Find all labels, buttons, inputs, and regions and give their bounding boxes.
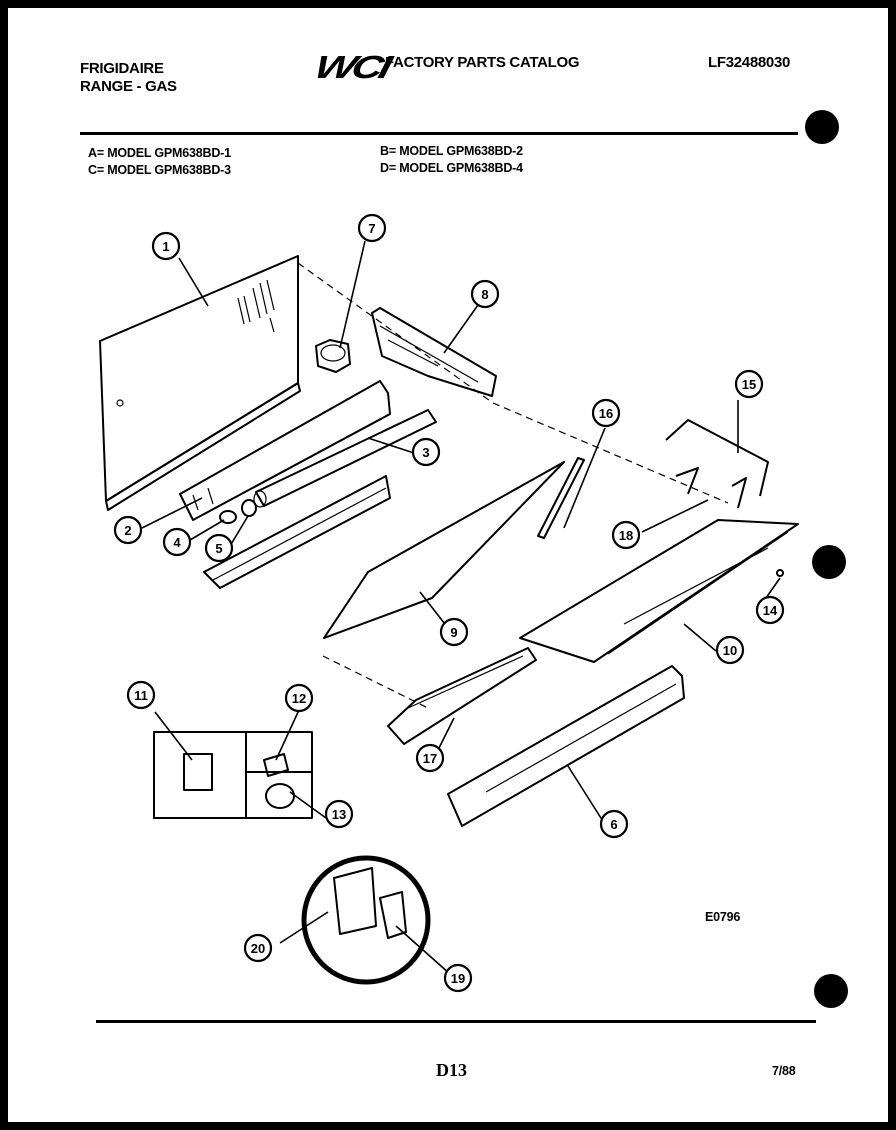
part-ignitor-housing [315,339,351,373]
model-c: C= MODEL GPM638BD-3 [88,163,231,177]
callout-number-6: 6 [610,817,617,832]
callout-number-5: 5 [215,541,222,556]
callout-balloon-20 [243,933,273,963]
callout-balloon-14 [755,595,785,625]
callout-balloon-12 [284,683,314,713]
callout-number-11: 11 [134,688,148,703]
switch-inset [301,855,431,985]
part-orifice-ring [241,499,257,517]
callout-number-12: 12 [292,691,306,706]
callout-number-13: 13 [332,807,346,822]
callout-balloon-3 [411,437,441,467]
part-rod [537,457,585,539]
inset-box [153,731,313,819]
callout-balloon-13 [324,799,354,829]
model-a: A= MODEL GPM638BD-1 [88,146,231,160]
callout-number-1: 1 [162,239,169,254]
callout-number-20: 20 [251,941,265,956]
callout-balloon-18 [611,520,641,550]
catalog-number: LF32488030 [708,54,791,71]
part-broil-shelf [519,519,799,663]
binder-hole-top [805,110,839,144]
callout-balloon-16 [591,398,621,428]
callout-number-2: 2 [124,523,131,538]
footer-rule [96,1020,816,1023]
binder-hole-middle [812,545,846,579]
model-d: D= MODEL GPM638BD-4 [380,161,523,175]
print-date: 7/88 [772,1064,796,1078]
callout-number-16: 16 [599,406,613,421]
callout-balloon-15 [734,369,764,399]
catalog-title: FACTORY PARTS CATALOG [385,54,580,71]
header-rule [80,132,798,135]
page-code: D13 [436,1060,467,1080]
callout-balloon-4 [162,527,192,557]
part-vented-trim [447,665,685,827]
callout-number-4: 4 [173,535,181,550]
binder-hole-bottom [814,974,848,1008]
brand-name: FRIGIDAIRE [80,60,164,77]
callout-number-10: 10 [723,643,737,658]
callout-balloon-5 [204,533,234,563]
callout-balloon-17 [415,743,445,773]
callout-number-18: 18 [619,528,633,543]
callout-number-7: 7 [368,221,375,236]
model-b: B= MODEL GPM638BD-2 [380,144,523,158]
callout-number-19: 19 [451,971,465,986]
part-glass-panel [323,461,565,639]
callout-balloon-10 [715,635,745,665]
assembly-line-upper [297,262,729,504]
callout-balloon-11 [126,680,156,710]
callout-number-15: 15 [742,377,756,392]
part-lower-channel [203,475,391,589]
part-screw [776,569,784,577]
part-wire-assembly [665,419,769,509]
callout-balloon-2 [113,515,143,545]
callout-leaders [141,240,781,975]
drawing-code: E0796 [705,910,741,924]
product-type: RANGE - GAS [80,78,177,95]
part-rail [387,647,537,745]
part-mounting-bracket [371,307,497,397]
callout-number-8: 8 [481,287,488,302]
callout-balloon-8 [470,279,500,309]
part-burner-tube [253,409,437,508]
part-orifice [219,510,237,524]
part-channel [179,380,391,521]
callout-number-17: 17 [423,751,437,766]
callout-balloon-7 [357,213,387,243]
callout-balloon-19 [443,963,473,993]
callout-balloon-1 [151,231,181,261]
parts-catalog-sheet: FRIGIDAIRE RANGE - GAS WCI FACTORY PARTS… [8,8,888,1122]
part-back-panel [99,255,301,511]
callout-number-3: 3 [422,445,429,460]
callout-number-9: 9 [450,625,457,640]
callout-number-14: 14 [763,603,778,618]
callout-balloon-9 [439,617,469,647]
assembly-line-lower [322,655,429,709]
callout-balloon-6 [599,809,629,839]
